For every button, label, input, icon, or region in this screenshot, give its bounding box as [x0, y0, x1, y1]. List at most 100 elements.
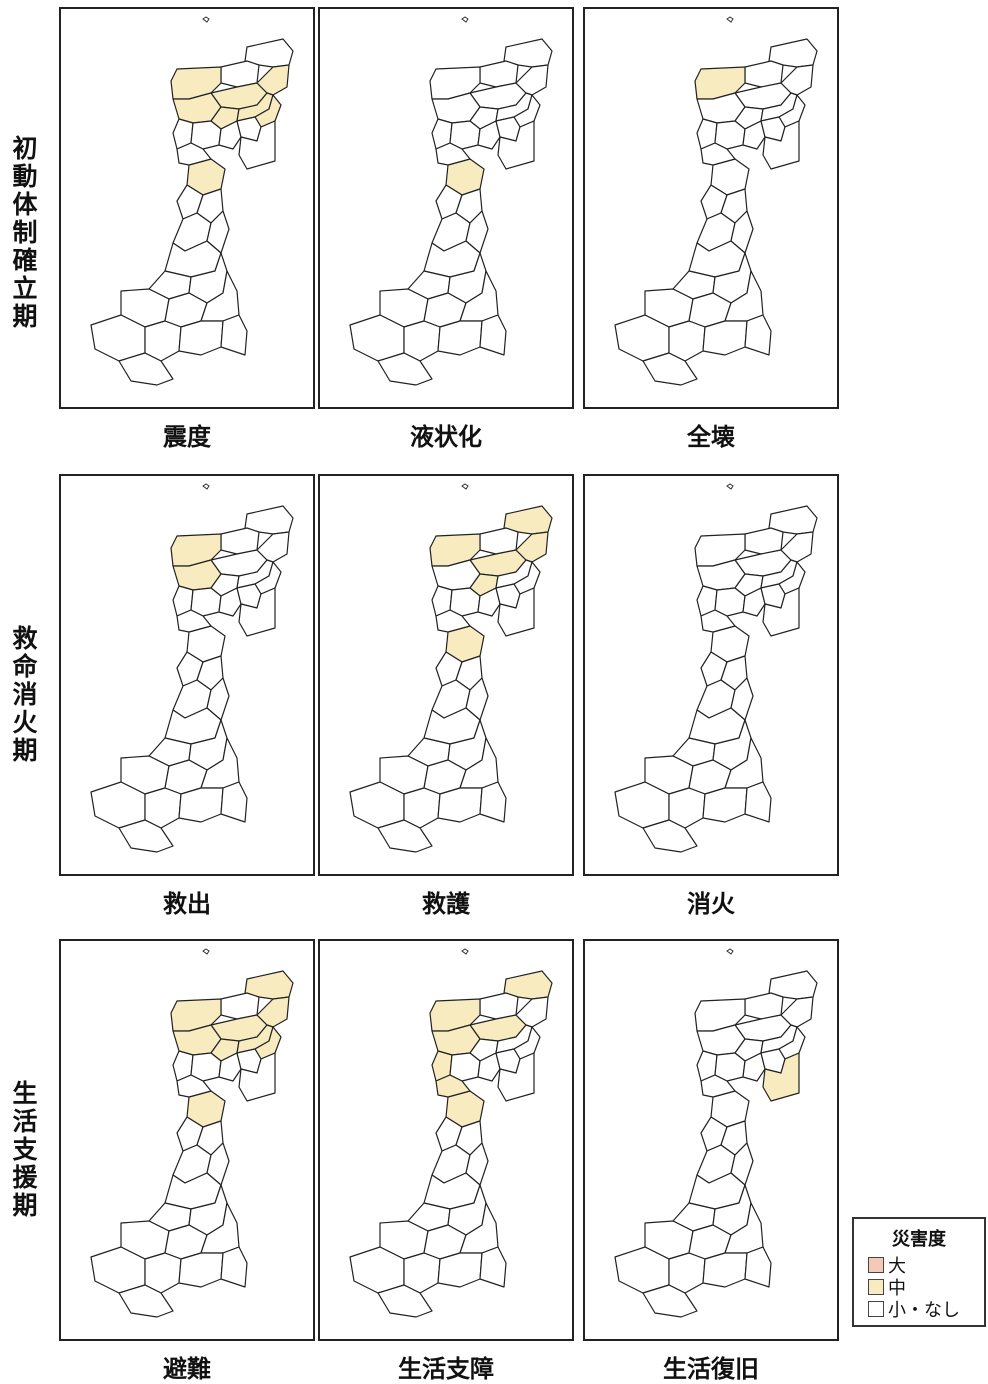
island-marker [202, 483, 210, 490]
map-panel-liquefaction [318, 7, 574, 409]
map-panel-rescue [59, 474, 315, 876]
map-svg-life-recovery [614, 948, 818, 1318]
island-marker [202, 948, 210, 955]
municipality-region [477, 1052, 501, 1082]
map-svg-evacuation [90, 948, 294, 1318]
municipality-region [497, 1052, 535, 1102]
legend-item-large: 大 [868, 1255, 906, 1277]
map-caption-life-recovery: 生活復旧 [663, 1355, 759, 1383]
municipality-region [218, 587, 242, 617]
municipality-region [118, 819, 174, 853]
map-panel-total-collapse [583, 7, 839, 409]
map-panel-evacuation [59, 939, 315, 1341]
island-marker [461, 16, 469, 23]
municipality-region [477, 120, 501, 150]
municipality-region [377, 1284, 433, 1318]
municipality-region [465, 677, 489, 721]
municipality-region [176, 1074, 212, 1098]
municipality-region [220, 60, 260, 88]
municipality-region [497, 587, 535, 637]
municipality-region [218, 1052, 242, 1082]
island-marker [202, 16, 210, 23]
map-caption-life-disruption: 生活支障 [398, 1355, 494, 1383]
map-panel-fire-fighting [583, 474, 839, 876]
map-svg-liquefaction [349, 16, 553, 386]
municipality-region [744, 314, 772, 356]
legend-item-medium: 中 [868, 1277, 906, 1299]
municipality-region [700, 142, 736, 166]
municipality-region [403, 320, 441, 362]
municipality-region [742, 1052, 766, 1082]
municipality-region [218, 120, 242, 150]
legend-swatch-small [868, 1301, 884, 1317]
map-panel-first-aid [318, 474, 574, 876]
map-caption-rescue: 救出 [163, 890, 211, 918]
island-marker [726, 483, 734, 490]
map-caption-first-aid: 救護 [422, 890, 470, 918]
municipality-region [206, 677, 230, 721]
municipality-region [435, 1074, 471, 1098]
municipality-region [437, 320, 483, 356]
municipality-region [238, 1052, 276, 1102]
municipality-region [742, 120, 766, 150]
row-label-initial: 初動体制確立期 [12, 134, 38, 331]
map-caption-evacuation: 避難 [163, 1355, 211, 1383]
map-panel-life-recovery [583, 939, 839, 1341]
legend: 災害度 大 中 小・なし [852, 1217, 986, 1327]
municipality-region [206, 210, 230, 254]
municipality-region [744, 527, 784, 555]
municipality-region [176, 609, 212, 633]
map-svg-rescue [90, 483, 294, 853]
municipality-region [220, 1246, 248, 1288]
map-caption-liquefaction: 液状化 [410, 423, 482, 451]
municipality-region [730, 1142, 754, 1186]
legend-label-small: 小・なし [888, 1300, 960, 1321]
municipality-region [435, 142, 471, 166]
municipality-region [702, 787, 748, 823]
map-svg-shindo [90, 16, 294, 386]
municipality-region [178, 320, 224, 356]
map-panel-life-disruption [318, 939, 574, 1341]
municipality-region [176, 142, 212, 166]
municipality-region [668, 1252, 706, 1294]
municipality-region [702, 320, 748, 356]
map-caption-total-collapse: 全壊 [687, 423, 735, 451]
municipality-region [144, 320, 182, 362]
municipality-region [668, 787, 706, 829]
legend-label-medium: 中 [888, 1278, 906, 1299]
municipality-region [118, 352, 174, 386]
municipality-region [497, 120, 535, 170]
island-marker [726, 948, 734, 955]
municipality-region [118, 1284, 174, 1318]
municipality-region [178, 787, 224, 823]
municipality-region [762, 1052, 800, 1102]
map-svg-first-aid [349, 483, 553, 853]
map-caption-fire-fighting: 消火 [687, 890, 735, 918]
municipality-region [435, 609, 471, 633]
island-marker [461, 948, 469, 955]
municipality-region [220, 992, 260, 1020]
municipality-region [730, 677, 754, 721]
municipality-region [642, 1284, 698, 1318]
legend-swatch-medium [868, 1279, 884, 1295]
municipality-region [465, 1142, 489, 1186]
municipality-region [377, 352, 433, 386]
municipality-region [479, 992, 519, 1020]
municipality-region [479, 781, 507, 823]
municipality-region [403, 1252, 441, 1294]
row-label-support: 生活支援期 [12, 1079, 38, 1220]
municipality-region [744, 781, 772, 823]
municipality-region [479, 527, 519, 555]
municipality-region [238, 120, 276, 170]
municipality-region [220, 781, 248, 823]
municipality-region [206, 1142, 230, 1186]
municipality-region [642, 819, 698, 853]
legend-title: 災害度 [892, 1229, 946, 1250]
legend-label-large: 大 [888, 1256, 906, 1277]
municipality-region [238, 587, 276, 637]
row-label-rescue: 救命消火期 [12, 624, 38, 765]
map-svg-fire-fighting [614, 483, 818, 853]
legend-swatch-large [868, 1257, 884, 1273]
map-panel-shindo [59, 7, 315, 409]
municipality-region [144, 787, 182, 829]
